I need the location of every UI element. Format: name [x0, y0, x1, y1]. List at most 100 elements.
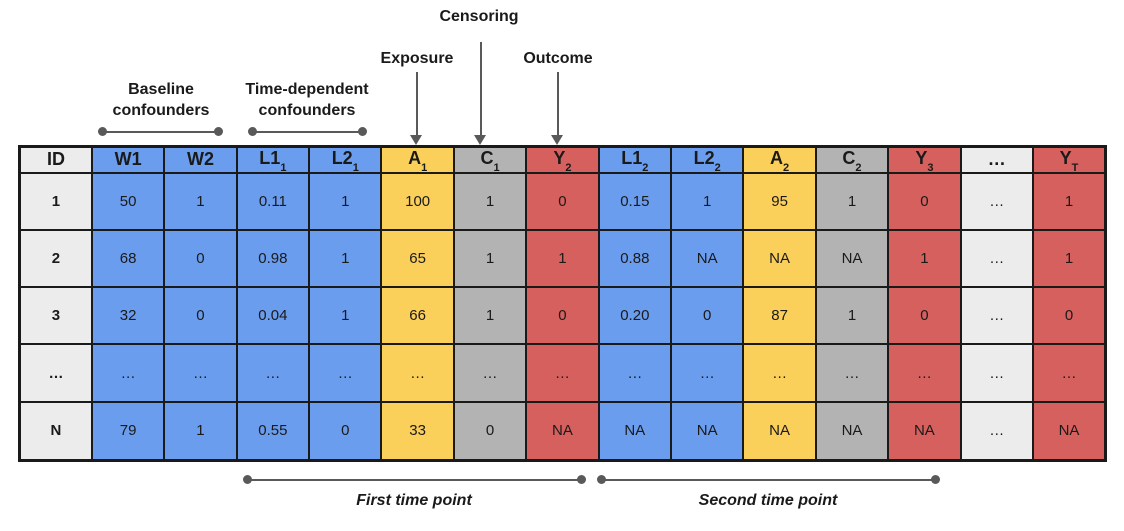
table-cell: 1	[308, 171, 383, 231]
table-cell: …	[90, 343, 166, 403]
first-time-point-bracket	[243, 475, 586, 484]
table-cell: NA	[525, 400, 600, 462]
table-cell: …	[887, 343, 962, 403]
table-cell: 0	[525, 171, 600, 231]
table-cell: 1	[1031, 171, 1107, 231]
table-cell: 95	[742, 171, 817, 231]
table-cell: …	[742, 343, 817, 403]
table-cell: 1	[163, 400, 238, 462]
table-cell: 2	[18, 228, 93, 289]
table-cell: 79	[90, 400, 166, 462]
table-cell: 65	[380, 228, 455, 289]
table-cell: …	[959, 171, 1034, 231]
header-cell: L11	[235, 145, 311, 174]
table-cell: …	[814, 343, 890, 403]
header-cell: ID	[18, 145, 93, 174]
header-cell: A1	[380, 145, 455, 174]
table-cell: 1	[525, 228, 600, 289]
table-cell: 1	[452, 171, 528, 231]
table-cell: 1	[887, 228, 962, 289]
table-cell: …	[959, 286, 1034, 346]
table-cell: …	[597, 343, 673, 403]
table-cell: 1	[18, 171, 93, 231]
table-cell: …	[959, 400, 1034, 462]
table-cell: 0	[887, 171, 962, 231]
table-cell: 0	[452, 400, 528, 462]
header-cell: Y2	[525, 145, 600, 174]
table-cell: …	[525, 343, 600, 403]
table-cell: 0.55	[235, 400, 311, 462]
table-cell: …	[959, 343, 1034, 403]
table-cell: 0.11	[235, 171, 311, 231]
table-cell: NA	[887, 400, 962, 462]
table-cell: N	[18, 400, 93, 462]
table-cell: 0	[1031, 286, 1107, 346]
header-cell: YT	[1031, 145, 1107, 174]
table-cell: 32	[90, 286, 166, 346]
table-cell: 0	[163, 228, 238, 289]
table-cell: NA	[1031, 400, 1107, 462]
time-dependent-confounders-label: Time-dependent confounders	[245, 81, 369, 119]
table-cell: 100	[380, 171, 455, 231]
censoring-arrow-icon	[474, 42, 487, 145]
table-cell: 66	[380, 286, 455, 346]
table-cell: 0	[308, 400, 383, 462]
baseline-confounders-label: Baseline confounders	[112, 81, 210, 119]
table-cell: 0	[163, 286, 238, 346]
baseline-confounders-bracket	[98, 127, 223, 136]
header-cell: C2	[814, 145, 890, 174]
table-cell: NA	[742, 400, 817, 462]
header-cell: W1	[90, 145, 166, 174]
table-cell: …	[18, 343, 93, 403]
table-cell: 68	[90, 228, 166, 289]
table-cell: 0.98	[235, 228, 311, 289]
outcome-label: Outcome	[523, 50, 593, 67]
table-cell: NA	[670, 400, 745, 462]
header-cell: C1	[452, 145, 528, 174]
table-cell: 33	[380, 400, 455, 462]
header-cell: A2	[742, 145, 817, 174]
header-cell: W2	[163, 145, 238, 174]
table-cell: NA	[814, 400, 890, 462]
table-cell: 0.20	[597, 286, 673, 346]
table-cell: NA	[670, 228, 745, 289]
table-cell: …	[380, 343, 455, 403]
table-cell: …	[163, 343, 238, 403]
table-cell: …	[452, 343, 528, 403]
table-cell: 3	[18, 286, 93, 346]
table-cell: 1	[814, 286, 890, 346]
table-cell: 1	[308, 286, 383, 346]
table-cell: 0	[670, 286, 745, 346]
time-dependent-confounders-bracket	[248, 127, 367, 136]
table-cell: 0	[525, 286, 600, 346]
table-cell: …	[235, 343, 311, 403]
table-cell: 50	[90, 171, 166, 231]
table-cell: 0	[887, 286, 962, 346]
table-cell: 1	[308, 228, 383, 289]
table-cell: NA	[814, 228, 890, 289]
censoring-label: Censoring	[439, 8, 519, 25]
table-row: ………………………………………	[18, 343, 1107, 403]
header-cell: Y3	[887, 145, 962, 174]
table-cell: 87	[742, 286, 817, 346]
table-cell: 1	[163, 171, 238, 231]
table-cell: …	[308, 343, 383, 403]
table-cell: …	[959, 228, 1034, 289]
table-cell: …	[670, 343, 745, 403]
second-time-point-label: Second time point	[698, 492, 838, 509]
table-cell: 0.88	[597, 228, 673, 289]
table-cell: NA	[742, 228, 817, 289]
table-cell: …	[1031, 343, 1107, 403]
header-cell: L12	[597, 145, 673, 174]
exposure-arrow-icon	[410, 72, 423, 145]
table-cell: 1	[1031, 228, 1107, 289]
